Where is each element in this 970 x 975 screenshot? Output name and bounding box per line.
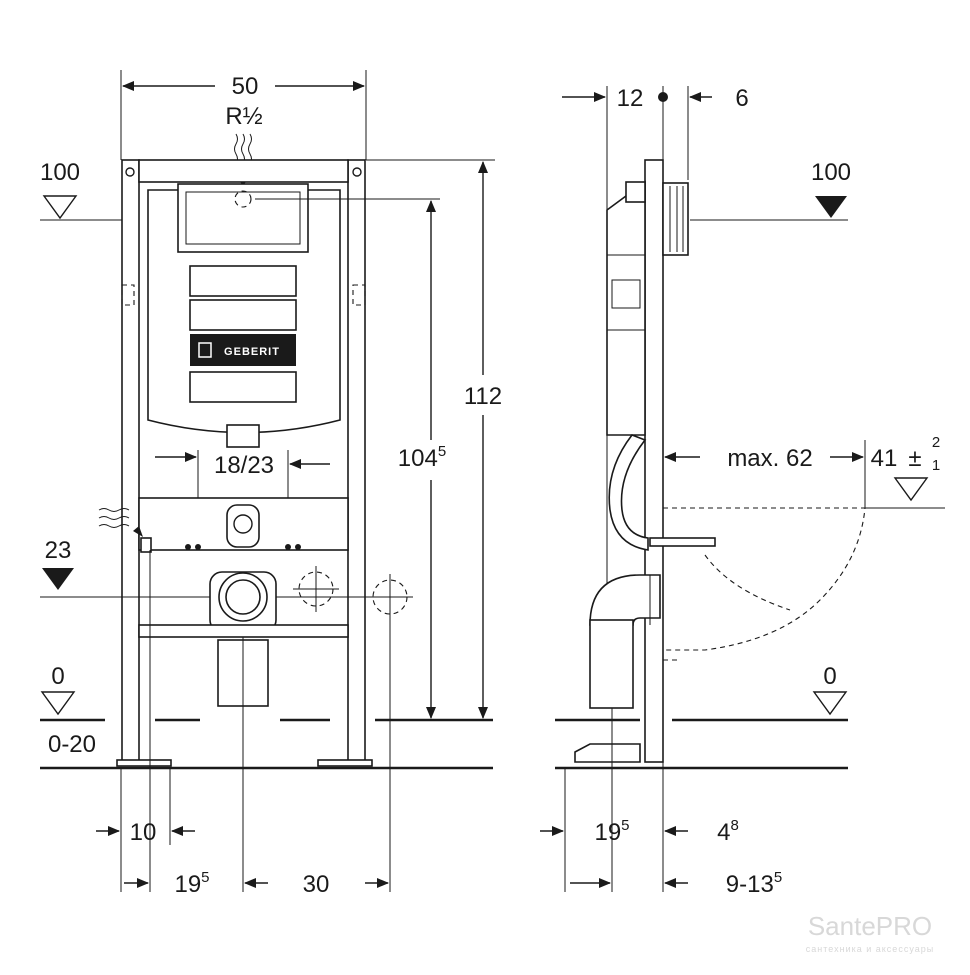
leg-width-label: 10 — [130, 819, 157, 846]
flush-pipe — [649, 537, 716, 547]
flush-hose — [608, 434, 649, 551]
connection-label: R½ — [225, 103, 262, 130]
foot-left — [116, 759, 172, 767]
cistern-outlet — [226, 424, 260, 448]
depth-right-label: 6 — [735, 85, 748, 112]
total-height-label: 112 — [464, 383, 502, 410]
axis-point — [658, 92, 668, 102]
frame-bolt-left — [125, 167, 135, 177]
frame-top-rail — [138, 159, 349, 183]
side-cistern-valve — [611, 279, 641, 309]
level-23-label: 23 — [45, 537, 72, 564]
bowl-height-label: 41 — [871, 445, 898, 472]
drain-vertical — [589, 619, 634, 709]
side-cistern-top — [625, 181, 646, 203]
side-frame-column — [644, 159, 664, 763]
side-depth-label: 195 — [594, 817, 629, 846]
foot-right — [317, 759, 373, 767]
level-top-marker — [42, 195, 78, 220]
brand-plate — [190, 334, 296, 366]
flush-plate — [662, 182, 689, 256]
supply-connection-point — [234, 190, 252, 208]
side-level-zero-marker — [812, 691, 848, 716]
front-view: 50 R½ 100 GEBERIT — [40, 70, 502, 898]
clamp-right — [352, 284, 366, 306]
tolerance-sign: ± — [908, 445, 921, 472]
clamp-left — [121, 284, 135, 306]
supply-left-icon — [98, 508, 143, 537]
side-level-top-marker — [815, 196, 847, 218]
cistern-panel-2 — [189, 299, 297, 331]
watermark-name: SantePRO — [808, 911, 932, 941]
service-opening-inner — [185, 191, 301, 245]
offset-right-label: 30 — [303, 871, 330, 898]
toilet-bowl-outline — [663, 507, 866, 651]
width-label: 50 — [232, 73, 259, 100]
side-level-top-label: 100 — [811, 159, 851, 186]
side-view: 12 6 100 max. 62 — [540, 85, 945, 898]
frame-bolt-right — [352, 167, 362, 177]
service-opening — [177, 183, 309, 253]
tolerance-top: 2 — [932, 434, 940, 451]
flush-connection — [226, 504, 260, 548]
bolt-spacing-label: 18/23 — [214, 452, 274, 479]
supply-height-label: 1045 — [398, 443, 446, 472]
level-top-label: 100 — [40, 159, 80, 186]
frame-upright-right — [347, 159, 366, 763]
side-offset-label: 48 — [717, 817, 739, 846]
supply-left-valve — [140, 537, 152, 553]
toilet-bowl-inner — [704, 554, 791, 611]
drain-outlet-pipe — [225, 579, 261, 615]
brand-label: GEBERIT — [224, 346, 280, 358]
side-level-zero-label: 0 — [823, 663, 836, 690]
level-zero-marker — [40, 691, 76, 716]
cistern-panel-3 — [189, 371, 297, 403]
lower-rail — [138, 624, 349, 638]
brand-logo-icon — [198, 342, 212, 358]
floor-range-label: 0-20 — [48, 731, 96, 758]
tolerance-bottom: 1 — [932, 457, 940, 474]
side-range-label: 9-135 — [726, 869, 782, 898]
max-projection-label: max. 62 — [727, 445, 812, 472]
offset-left-label: 195 — [174, 869, 209, 898]
depth-left-label: 12 — [617, 85, 644, 112]
side-foot — [574, 743, 641, 763]
frame-upright-left — [121, 159, 140, 763]
cistern-panel-1 — [189, 265, 297, 297]
watermark-tagline: сантехника и аксессуары — [806, 944, 934, 954]
flush-pipe-end — [233, 514, 253, 534]
level-zero-label: 0 — [51, 663, 64, 690]
level-23-marker — [42, 568, 74, 590]
bowl-level-marker — [893, 477, 929, 502]
